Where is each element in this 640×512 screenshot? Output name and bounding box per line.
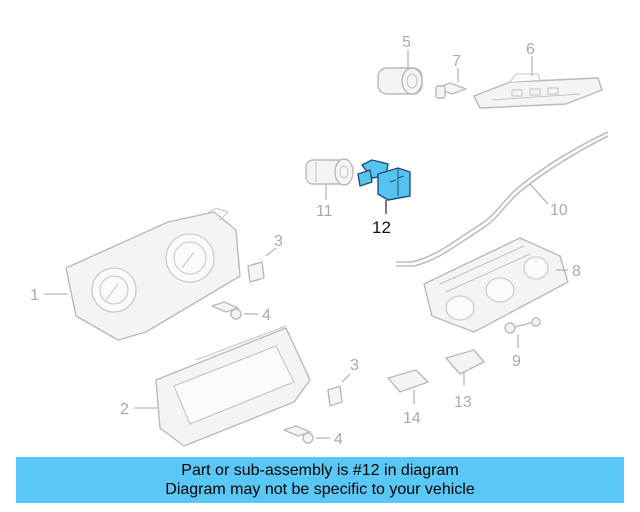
callout-10: 10 <box>550 202 568 219</box>
callout-3-lower: 3 <box>350 357 359 374</box>
callout-4-upper: 4 <box>262 307 271 324</box>
info-banner: Part or sub-assembly is #12 in diagram D… <box>16 457 624 503</box>
part-14-module: 14 <box>387 369 429 427</box>
part-1-instrument-cluster: 1 <box>30 207 241 341</box>
callout-12: 12 <box>372 218 391 237</box>
banner-line-1: Part or sub-assembly is #12 in diagram <box>181 462 459 479</box>
callout-11: 11 <box>316 203 333 220</box>
part-4-screw-upper: 4 <box>211 301 271 324</box>
part-2-display-frame: 2 <box>120 325 311 447</box>
callout-4-lower: 4 <box>334 431 343 448</box>
parts-diagram: 5 7 6 11 12 <box>30 34 609 448</box>
part-12-switch-highlighted: 12 <box>357 159 411 237</box>
part-8-climate-panel: 8 <box>423 237 581 333</box>
part-10-cable: 10 <box>396 131 609 267</box>
callout-8: 8 <box>572 263 581 280</box>
callout-6: 6 <box>526 41 535 58</box>
callout-14: 14 <box>403 410 421 427</box>
part-7-screw: 7 <box>435 53 467 99</box>
part-6-switch-panel: 6 <box>473 41 603 109</box>
part-3-bracket-upper: 3 <box>247 233 283 283</box>
callout-7: 7 <box>452 53 461 70</box>
callout-13: 13 <box>454 394 472 411</box>
banner-line-2: Diagram may not be specific to your vehi… <box>165 481 475 498</box>
callout-5: 5 <box>402 34 411 51</box>
callout-1: 1 <box>30 287 39 304</box>
part-5-knob: 5 <box>377 34 423 95</box>
part-11-switch: 11 <box>305 158 354 220</box>
part-4-screw-lower: 4 <box>283 425 343 448</box>
callout-2: 2 <box>120 401 129 418</box>
part-13-module: 13 <box>445 349 485 411</box>
callout-9: 9 <box>512 353 521 370</box>
part-3-bracket-lower: 3 <box>327 357 359 407</box>
callout-3-upper: 3 <box>274 233 283 250</box>
part-9-connector: 9 <box>504 317 541 370</box>
